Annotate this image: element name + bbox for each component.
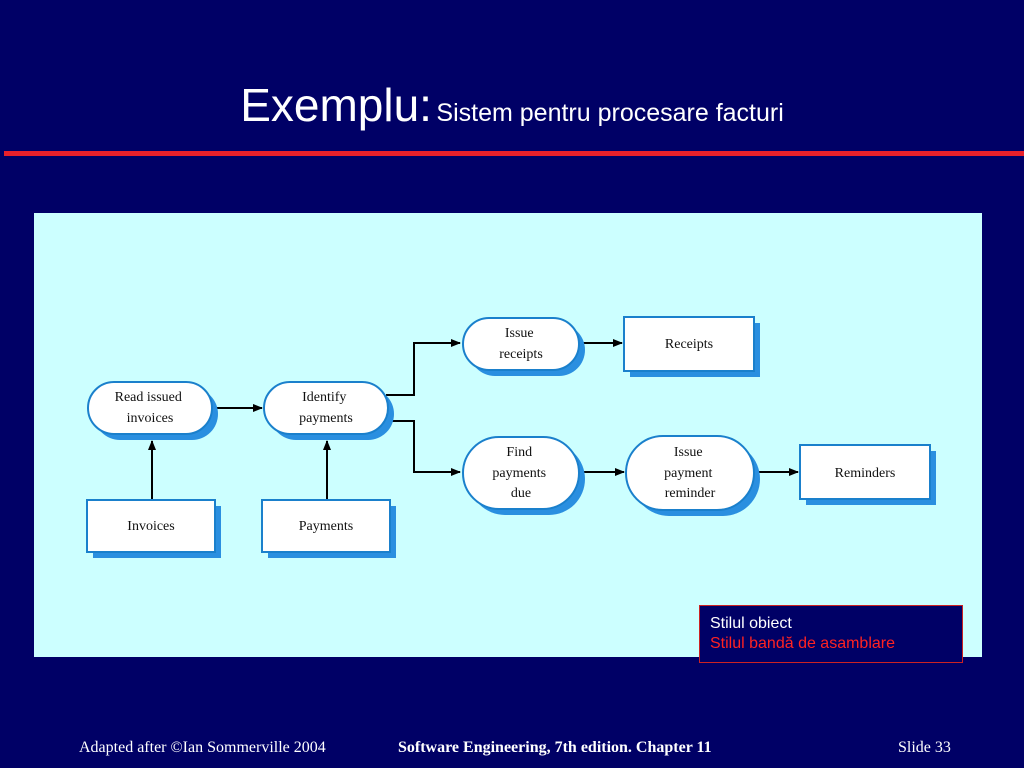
node-text-line: Payments [299,519,353,534]
svg-text:Find payments: Find payments due [492,445,549,501]
footer-slide-number: Slide 33 [898,739,951,756]
node-text-line: receipts [499,347,543,362]
svg-text:Issue receipts: Issue receipts [499,326,543,362]
node-text-line: Issue [674,445,703,460]
node-text-line: Reminders [835,466,896,481]
slide-title: Exemplu: Sistem pentru procesare facturi [0,78,1024,132]
svg-text:Read issued invoices: Read issued invoices [115,390,186,426]
node-text-line: payments [492,466,546,481]
slide-title-sub: Sistem pentru procesare facturi [436,99,784,127]
legend-pipeline-style: Stilul bandă de asamblare [710,635,896,652]
node-text-line: Read issued [115,390,182,405]
data-invoices: Invoices [86,499,221,558]
invoice-processing-diagram: Read issued invoices Identify payments I… [86,316,936,558]
arrow-identify-to-receipts-process [386,339,461,396]
svg-text:Identify payments: Identify payments [299,390,353,426]
legend-box: Stilul obiect Stilul bandă de asamblare [699,605,963,663]
diagram-panel: Read issued invoices Identify payments I… [34,213,982,657]
node-text-line: payments [299,411,353,426]
arrow-identify-to-find-payments [386,420,461,476]
diagram-arrows [148,339,799,499]
node-text-line: Find [506,445,532,460]
node-text-line: payment [664,466,712,481]
svg-text:Issue payment: Issue payment reminder [664,445,716,501]
node-text-line: Issue [505,326,534,341]
data-reminders: Reminders [799,444,936,505]
data-receipts: Receipts [623,316,760,377]
data-payments: Payments [261,499,396,558]
node-text-line: reminder [665,486,716,501]
process-find-payments-due: Find payments due [462,436,585,515]
node-text-line: Identify [302,390,346,405]
process-issue-payment-reminder: Issue payment reminder [625,435,760,516]
title-divider [4,151,1024,156]
footer-attribution: Adapted after ©Ian Sommerville 2004 [79,739,326,756]
slide-title-main: Exemplu: [240,79,432,131]
node-text-line: Receipts [665,337,713,352]
process-issue-receipts: Issue receipts [462,317,585,376]
node-text-line: due [511,486,531,501]
legend-object-style: Stilul obiect [710,615,792,632]
node-text-line: Invoices [127,519,174,534]
process-read-issued-invoices: Read issued invoices [87,381,218,440]
process-identify-payments: Identify payments [263,381,394,440]
node-text-line: invoices [127,411,174,426]
footer-book-title: Software Engineering, 7th edition. Chapt… [398,739,712,756]
